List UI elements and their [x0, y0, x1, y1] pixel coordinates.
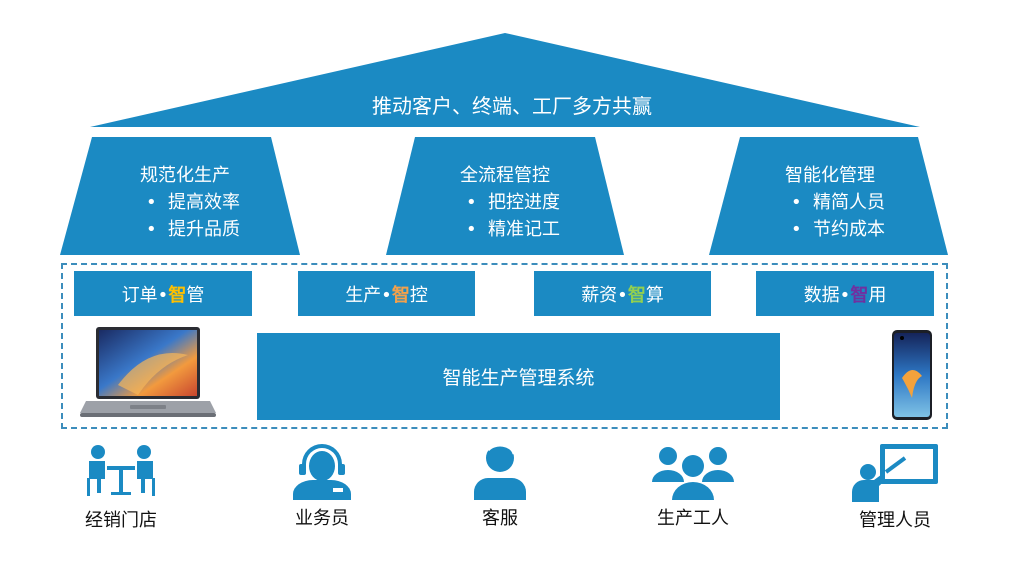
user-sales: 业务员 — [262, 442, 382, 530]
module-data-prefix: 数据• — [803, 284, 851, 306]
system-bar: 智能生产管理系统 — [257, 333, 780, 420]
pillar-2: 全流程管控 把控进度 精准记工 — [430, 162, 580, 243]
phone-image — [892, 330, 932, 420]
person-icon — [474, 443, 526, 500]
pillar-1-title: 规范化生产 — [140, 165, 230, 186]
user-sales-label: 业务员 — [295, 508, 349, 529]
pillar-2-bullet-1: 把控进度 — [430, 189, 580, 216]
user-managers-label: 管理人员 — [859, 510, 931, 531]
module-salary-zhi: 智 — [627, 284, 646, 306]
module-data-suffix: 用 — [868, 284, 887, 306]
pillar-3-bullet-2: 节约成本 — [755, 216, 905, 243]
user-stores-label: 经销门店 — [85, 510, 157, 531]
module-production-suffix: 控 — [409, 284, 428, 306]
module-salary: 薪资•智算 — [534, 271, 711, 316]
user-stores: 经销门店 — [61, 442, 181, 532]
meeting-icon — [87, 445, 155, 496]
laptop-image — [80, 327, 216, 417]
module-salary-prefix: 薪资• — [581, 284, 628, 306]
module-order-zhi: 智 — [168, 284, 187, 306]
pillar-1-bullet-1: 提高效率 — [110, 189, 260, 216]
pillar-3: 智能化管理 精简人员 节约成本 — [755, 162, 905, 243]
module-order-suffix: 管 — [186, 284, 205, 306]
presenter-icon — [852, 444, 938, 502]
module-production-zhi: 智 — [391, 284, 410, 306]
pillar-2-bullet-2: 精准记工 — [430, 216, 580, 243]
module-salary-suffix: 算 — [645, 284, 664, 306]
module-production-prefix: 生产• — [345, 284, 392, 306]
pillar-1-bullet-2: 提升品质 — [110, 216, 260, 243]
module-data: 数据•智用 — [756, 271, 934, 316]
roof-text: 推动客户、终端、工厂多方共赢 — [372, 94, 652, 118]
system-frame — [61, 263, 948, 429]
pillar-1: 规范化生产 提高效率 提升品质 — [110, 162, 260, 243]
pillar-3-bullet-1: 精简人员 — [755, 189, 905, 216]
user-service-label: 客服 — [482, 508, 518, 529]
module-data-zhi: 智 — [850, 284, 869, 306]
pillar-2-title: 全流程管控 — [460, 165, 550, 186]
user-service: 客服 — [440, 442, 560, 530]
module-order-prefix: 订单• — [121, 284, 169, 306]
headset-agent-icon — [293, 444, 351, 500]
roof-shape — [90, 33, 920, 127]
group-icon — [652, 447, 734, 500]
user-workers-label: 生产工人 — [657, 508, 729, 529]
system-label: 智能生产管理系统 — [442, 367, 595, 389]
module-production: 生产•智控 — [298, 271, 475, 316]
pillar-3-title: 智能化管理 — [785, 165, 875, 186]
module-order: 订单•智管 — [74, 271, 252, 316]
user-managers: 管理人员 — [835, 442, 955, 532]
user-workers: 生产工人 — [633, 442, 753, 530]
